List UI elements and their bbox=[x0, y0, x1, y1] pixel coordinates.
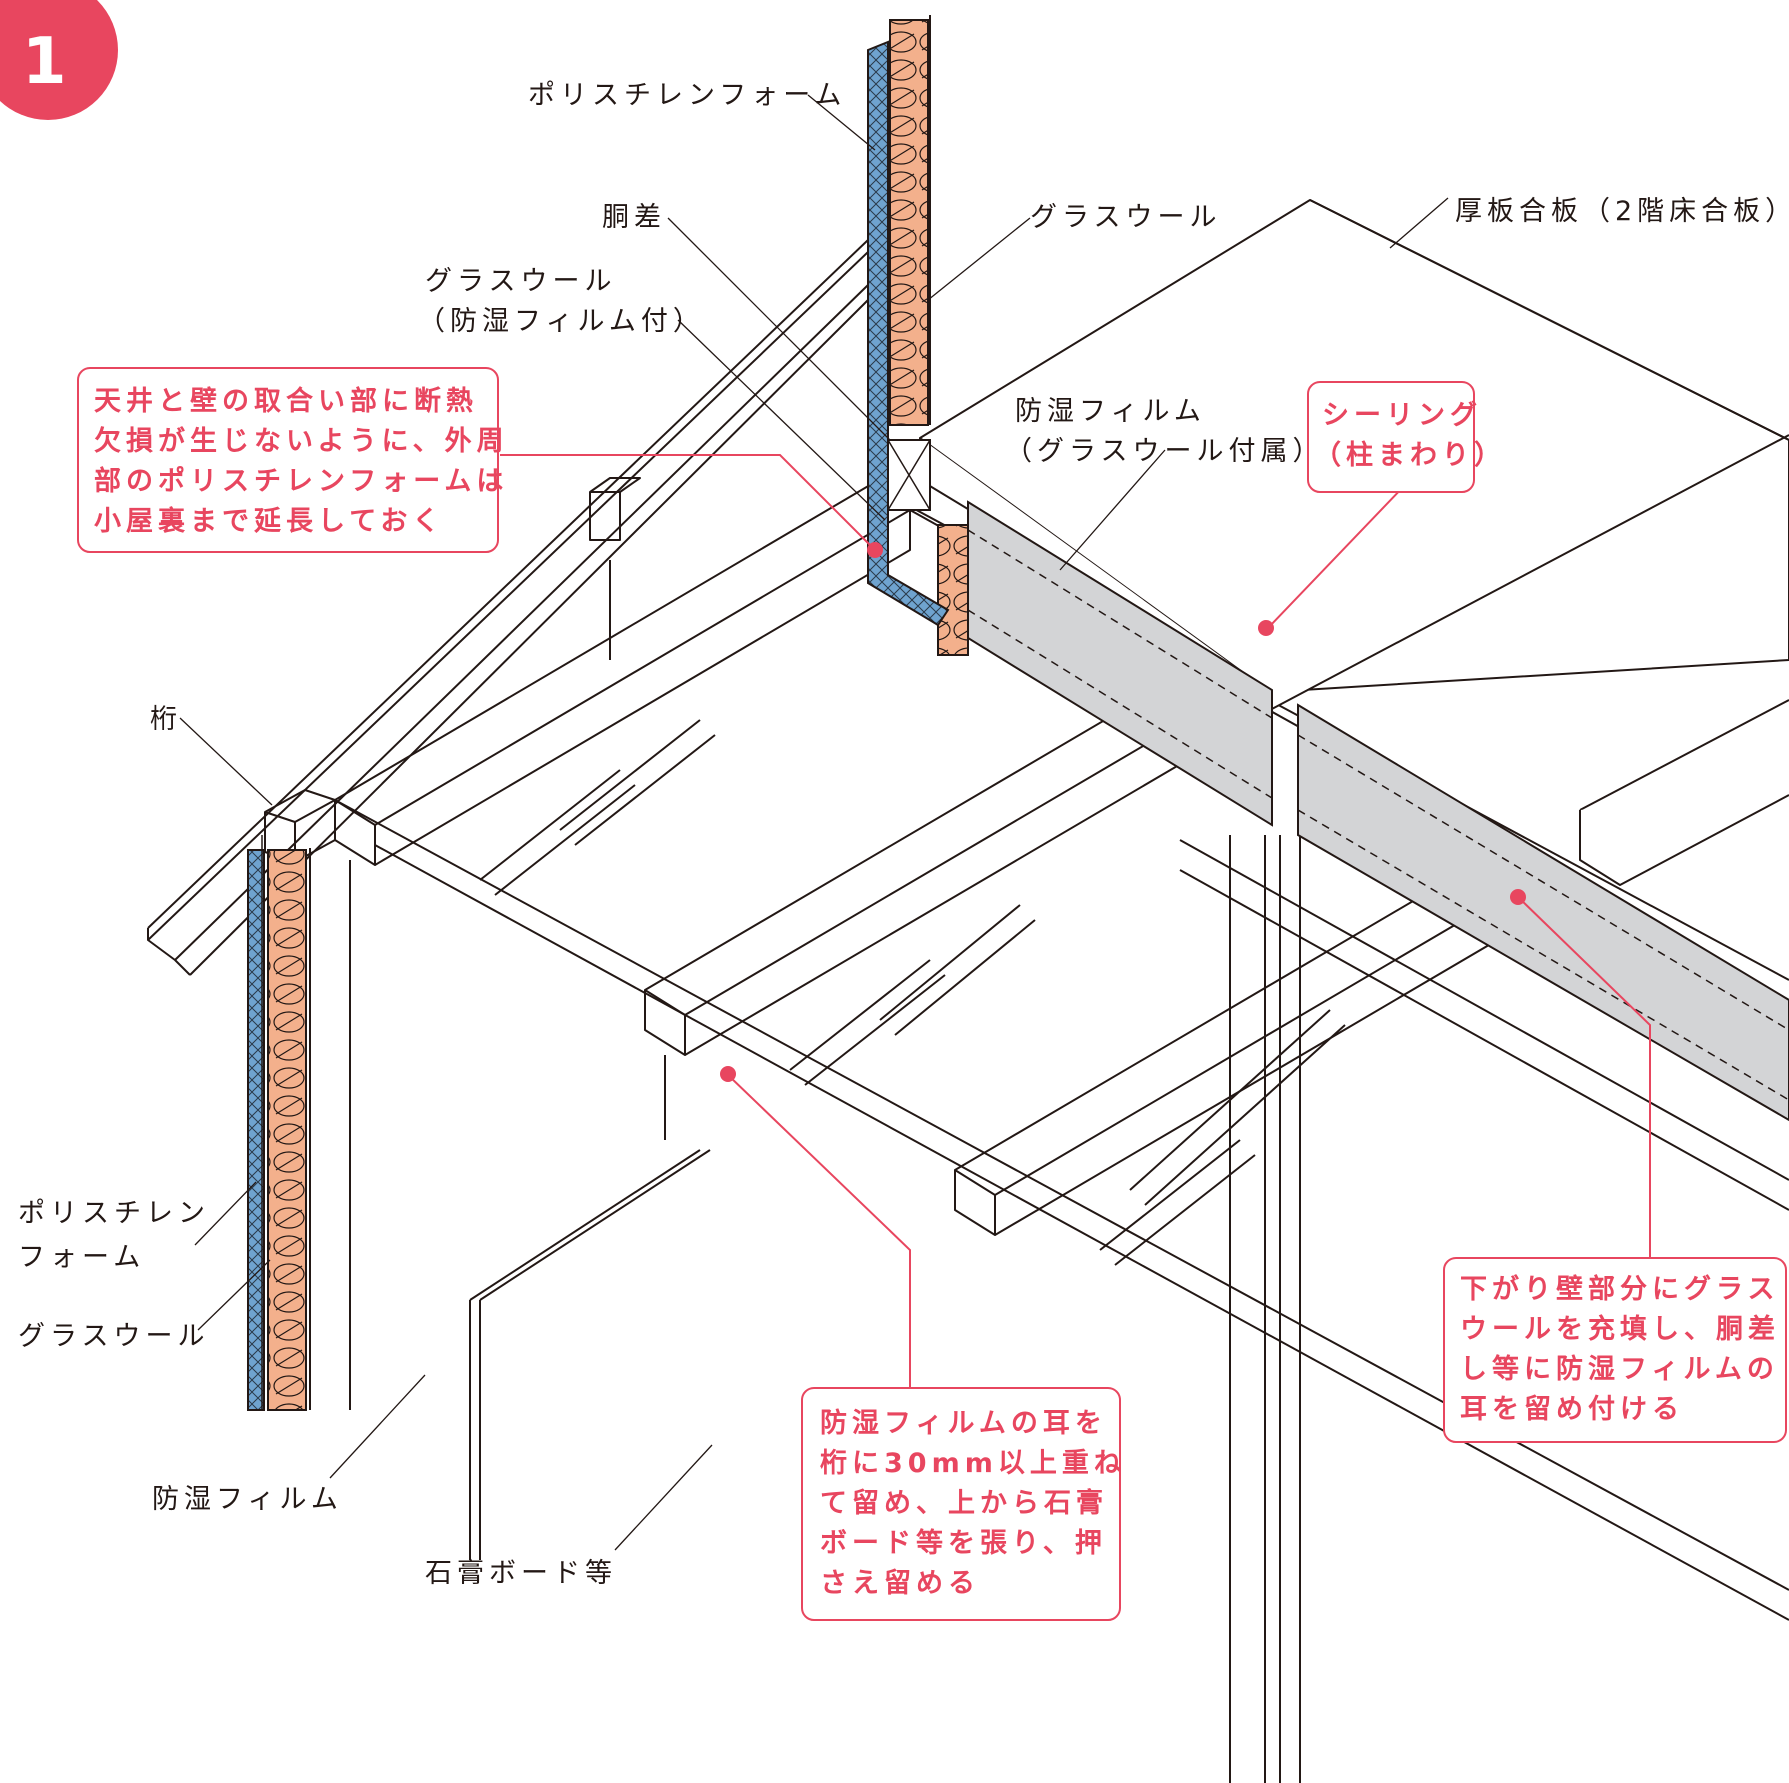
label-glasswool-top: グラスウール bbox=[1030, 202, 1221, 233]
label-glasswool-film-1: グラスウール bbox=[425, 266, 616, 297]
callout-dots bbox=[720, 542, 1526, 1082]
callout-extend-foam-line: 欠損が生じないように、外周 bbox=[94, 425, 509, 457]
callout-extend-foam-line: 天井と壁の取合い部に断熱 bbox=[94, 385, 478, 417]
label-gypsum-board: 石膏ボード等 bbox=[425, 1558, 617, 1589]
callout-film-overlap-line: ボード等を張り、押 bbox=[820, 1527, 1107, 1559]
callout-film-overlap-line: 桁に30mm以上重ね bbox=[820, 1448, 1126, 1479]
label-glasswool-film-2: （防湿フィルム付） bbox=[418, 306, 705, 337]
label-keta: 桁 bbox=[150, 704, 182, 735]
callout-extend-foam-line: 部のポリスチレンフォームは bbox=[94, 465, 508, 497]
callout-extend-foam-line: 小屋裏まで延長しておく bbox=[94, 505, 444, 537]
component-labels: ポリスチレンフォーム 胴差 グラスウール グラスウール （防湿フィルム付） 厚板… bbox=[18, 80, 1789, 1589]
lower-wall-insulation bbox=[247, 835, 307, 1411]
dot-film-overlap bbox=[720, 1066, 736, 1082]
callout-sealing-line: （柱まわり） bbox=[1314, 440, 1506, 471]
label-vapor-film-attached-2: （グラスウール付属） bbox=[1005, 436, 1324, 467]
callout-drop-wall-line: し等に防湿フィルムの bbox=[1460, 1353, 1779, 1385]
dot-sealing bbox=[1258, 620, 1274, 636]
dot-extend-foam bbox=[867, 542, 883, 558]
label-plywood: 厚板合板（2階床合板） bbox=[1455, 196, 1789, 227]
label-polystyrene-top: ポリスチレンフォーム bbox=[528, 80, 846, 111]
callout-sealing-line: シーリング bbox=[1322, 399, 1482, 431]
label-polystyrene-left-1: ポリスチレン bbox=[18, 1198, 210, 1229]
label-vapor-film: 防湿フィルム bbox=[152, 1484, 343, 1515]
callout-drop-wall-line: 耳を留め付ける bbox=[1460, 1394, 1684, 1425]
upper-wall-insulation bbox=[867, 15, 950, 627]
dot-drop-wall bbox=[1510, 889, 1526, 905]
callout-sealing: シーリング （柱まわり） bbox=[1307, 381, 1506, 493]
dropwall-glasswool bbox=[937, 524, 969, 656]
callout-extend-foam: 天井と壁の取合い部に断熱 欠損が生じないように、外周 部のポリスチレンフォームは… bbox=[77, 367, 509, 553]
label-polystyrene-left-2: フォーム bbox=[18, 1242, 145, 1273]
leader-lines bbox=[179, 94, 1449, 1551]
callout-film-overlap-line: さえ留める bbox=[820, 1568, 980, 1599]
callout-drop-wall-line: 下がり壁部分にグラス bbox=[1460, 1273, 1779, 1305]
label-vapor-film-attached-1: 防湿フィルム bbox=[1015, 396, 1206, 427]
label-dousashi: 胴差 bbox=[602, 202, 666, 233]
callout-film-overlap-line: て留め、上から石膏 bbox=[820, 1487, 1108, 1519]
callout-drop-wall-line: ウールを充填し、胴差 bbox=[1460, 1313, 1780, 1345]
callout-drop-wall: 下がり壁部分にグラス ウールを充填し、胴差 し等に防湿フィルムの 耳を留め付ける bbox=[1443, 1257, 1787, 1443]
callout-film-overlap-line: 防湿フィルムの耳を bbox=[820, 1408, 1107, 1439]
callout-film-overlap: 防湿フィルムの耳を 桁に30mm以上重ね て留め、上から石膏 ボード等を張り、押… bbox=[801, 1387, 1126, 1621]
step-badge: 1 bbox=[0, 0, 118, 120]
label-glasswool-left: グラスウール bbox=[18, 1321, 209, 1352]
step-number: 1 bbox=[22, 25, 67, 99]
